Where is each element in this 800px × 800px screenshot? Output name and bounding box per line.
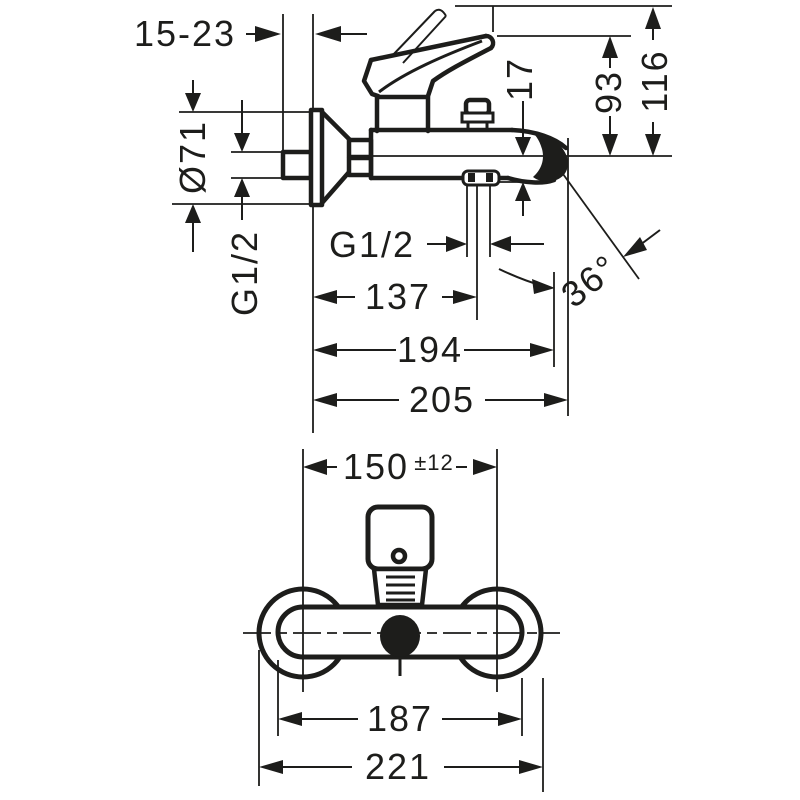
union-nut-bottom	[346, 155, 374, 178]
dim-wall-distance: 15-23	[134, 13, 367, 54]
dim-height-handle-label: 93	[588, 70, 629, 114]
diverter-knob-neck	[466, 122, 489, 130]
arrowhead	[490, 236, 511, 252]
hose-outlet-detail-right	[486, 173, 493, 182]
arrowhead	[645, 134, 661, 156]
handle-neck-grip-lines	[386, 575, 415, 602]
arrowhead	[234, 133, 250, 152]
arrowhead	[473, 459, 497, 475]
dim-spout-offset: 17	[499, 57, 540, 216]
arrowhead	[498, 712, 522, 726]
dim-wall-to-spout-center: 194	[313, 329, 554, 370]
dim-wall-to-spout-tip-label: 205	[409, 379, 475, 420]
dim-overall-width: 221	[258, 650, 544, 792]
spout-front-silhouette	[380, 615, 420, 657]
arrowhead	[446, 236, 467, 252]
dim-spout-angle: 36°	[498, 229, 661, 316]
arrowhead	[278, 712, 302, 726]
arrowhead	[602, 36, 618, 58]
arrowhead	[519, 760, 543, 774]
diverter-knob-collar	[460, 111, 495, 124]
arrowhead	[544, 393, 568, 407]
arrowhead	[185, 204, 201, 223]
dim-wall-to-spout-center-label: 194	[397, 329, 463, 370]
front-view: 150 ±12 187 221	[243, 446, 560, 792]
dim-outlet-thread-label: G1/2	[329, 224, 415, 265]
dim-connection-centers: 150 ±12	[302, 446, 498, 692]
arrowhead	[645, 7, 661, 29]
dim-wall-thread: G1/2	[224, 100, 265, 316]
lever-under-edge	[425, 45, 494, 99]
dim-height-handle: 93	[588, 36, 629, 156]
handle-dot	[390, 547, 408, 565]
lever-raised-position	[390, 8, 447, 64]
arrowhead	[315, 26, 341, 42]
dim-wall-distance-label: 15-23	[134, 13, 236, 54]
arrowhead	[313, 343, 337, 357]
ext-lines	[258, 650, 544, 792]
spout-end-face	[530, 131, 568, 182]
arrowhead	[532, 279, 555, 294]
dim-connection-centers-label: 150	[343, 446, 409, 487]
dim-wall-to-outlet: 137	[313, 276, 477, 317]
arrowhead	[602, 134, 618, 156]
arrowhead	[303, 459, 327, 475]
dim-height-total-label: 116	[634, 49, 675, 112]
spout-angle-line	[562, 173, 640, 280]
arrowhead	[453, 290, 477, 304]
faucet-front-outline	[243, 504, 560, 680]
dim-overall-width-label: 221	[365, 746, 431, 787]
lever-inner-line	[378, 39, 483, 94]
leader-right	[639, 229, 661, 246]
dim-spout-angle-label: 36°	[553, 246, 626, 316]
escutcheon-face	[308, 107, 325, 208]
wall-connection-stub	[280, 149, 314, 181]
arrowhead	[255, 26, 281, 42]
dim-wall-thread-label: G1/2	[224, 230, 265, 316]
arrowhead	[259, 760, 283, 774]
hose-outlet-detail-left	[468, 173, 475, 182]
union-nut-top	[346, 137, 374, 160]
arrowhead	[185, 93, 201, 112]
arrowhead	[234, 178, 250, 197]
lever-top-edge	[368, 33, 489, 63]
dim-body-length: 187	[277, 660, 523, 739]
arrowhead	[515, 137, 531, 156]
arrowhead	[530, 343, 554, 357]
arrowhead	[623, 237, 647, 257]
ext-lines	[277, 660, 523, 736]
dim-outlet-thread: G1/2	[329, 224, 544, 265]
escutcheon-cone-top	[319, 109, 353, 143]
arrowhead	[313, 290, 337, 304]
dim-escutcheon-diameter: Ø71	[172, 80, 213, 252]
faucet-side-outline	[280, 8, 569, 208]
lever-heel	[361, 57, 381, 99]
dim-wall-to-spout-tip: 205	[313, 379, 568, 420]
dim-spout-offset-label: 17	[499, 57, 540, 101]
dim-connection-tolerance-label: ±12	[414, 450, 454, 475]
handle-base	[374, 94, 431, 134]
arrowhead	[515, 182, 531, 201]
ext-lines	[302, 449, 498, 692]
dim-height-total: 116	[634, 7, 675, 156]
arrowhead	[313, 393, 337, 407]
dim-escutcheon-diameter-label: Ø71	[172, 120, 213, 194]
dim-body-length-label: 187	[367, 698, 433, 739]
dim-wall-to-outlet-label: 137	[365, 276, 431, 317]
side-view: 15-23 Ø71 G1/2 17 93	[134, 5, 675, 433]
escutcheon-cone-bottom	[319, 168, 353, 206]
